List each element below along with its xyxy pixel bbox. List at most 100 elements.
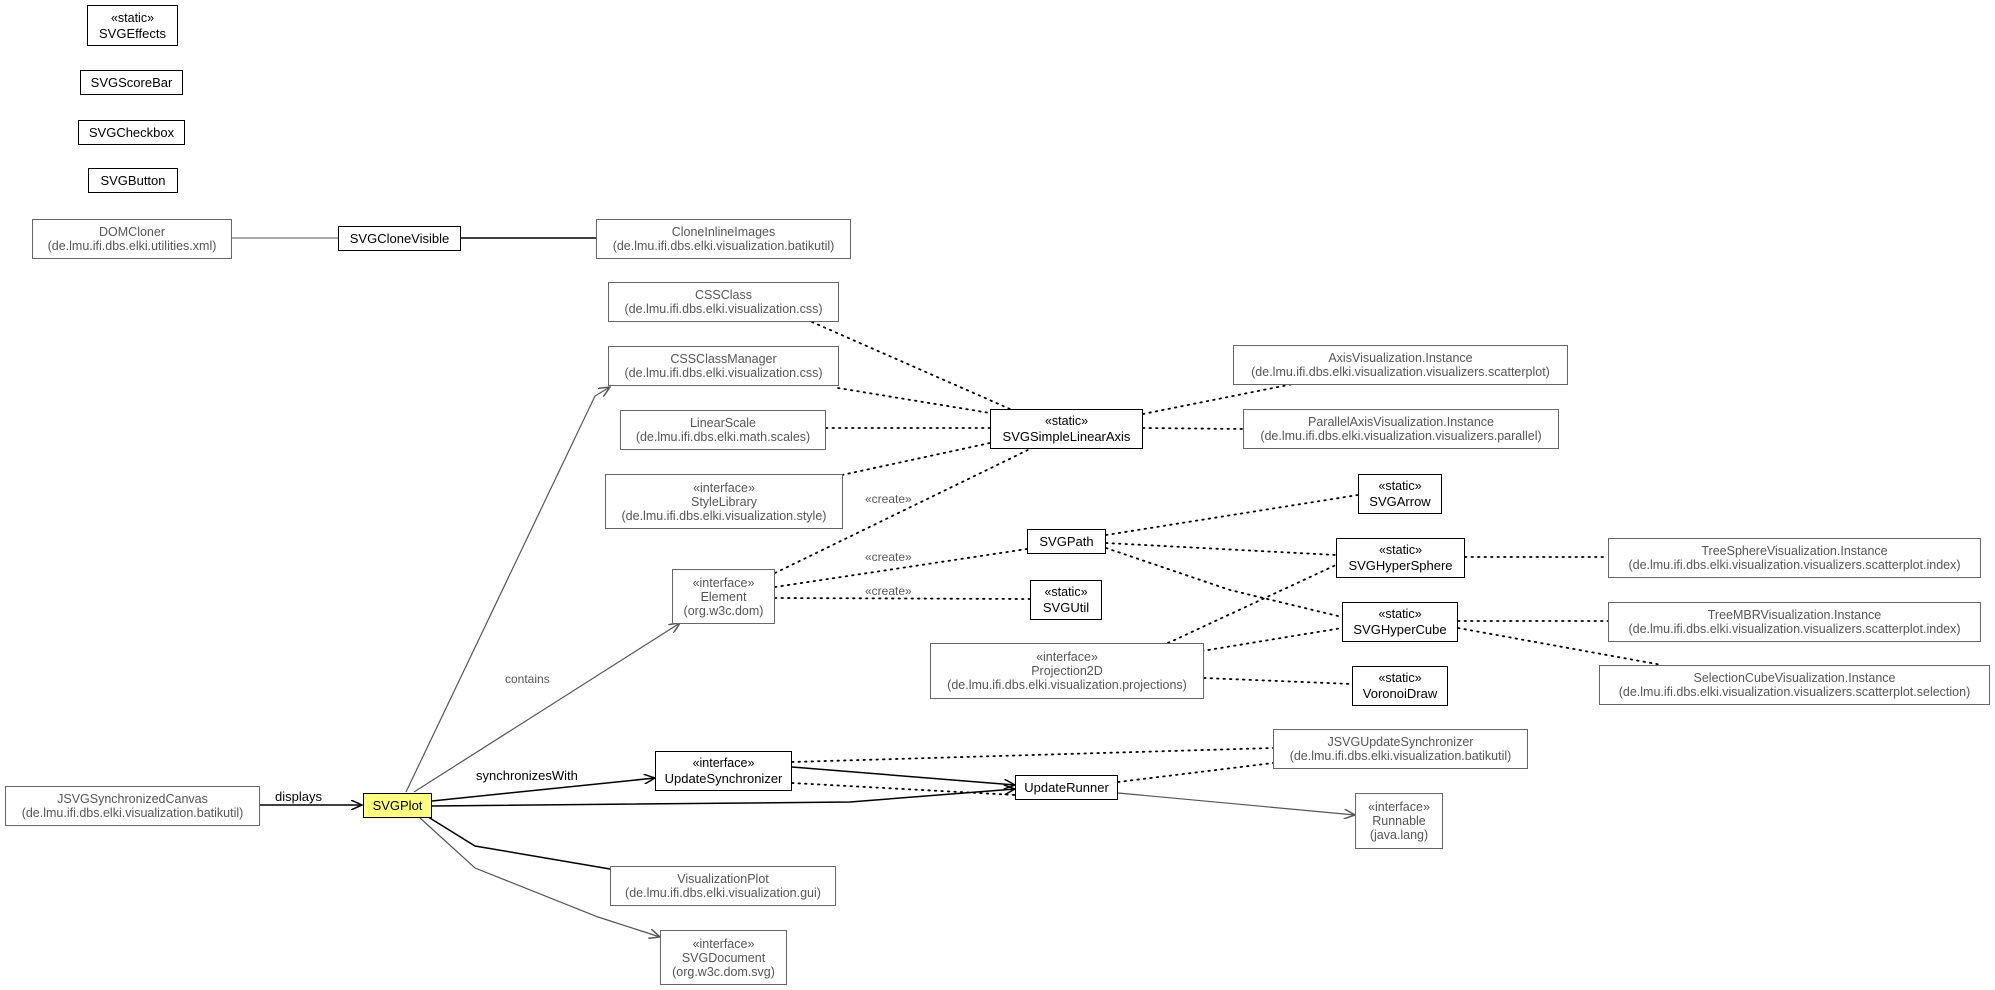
- label-create-svgpath: «create»: [865, 550, 912, 564]
- class-updaterunner[interactable]: UpdateRunner: [1015, 775, 1118, 800]
- package-name: (de.lmu.ifi.dbs.elki.visualization.visua…: [1628, 622, 1961, 636]
- dep-updaterunner-jsvgupdatesync: [1117, 762, 1274, 783]
- package-name: (de.lmu.ifi.dbs.elki.visualization.css): [624, 302, 823, 316]
- stereotype: «interface»: [1368, 800, 1430, 814]
- class-name: JSVGUpdateSynchronizer: [1327, 735, 1474, 749]
- class-domcloner[interactable]: DOMCloner (de.lmu.ifi.dbs.elki.utilities…: [32, 219, 232, 259]
- dep-element-axis: [774, 448, 1031, 574]
- interface-runnable[interactable]: «interface» Runnable (java.lang): [1355, 793, 1443, 849]
- class-treespherevisualization-instance[interactable]: TreeSphereVisualization.Instance (de.lmu…: [1608, 538, 1981, 578]
- stereotype: «interface»: [1036, 650, 1098, 664]
- class-name: CSSClassManager: [670, 352, 777, 366]
- class-svgclonevisible[interactable]: SVGCloneVisible: [338, 226, 461, 251]
- interface-projection2d[interactable]: «interface» Projection2D (de.lmu.ifi.dbs…: [930, 643, 1204, 699]
- class-name: SVGButton: [100, 173, 166, 188]
- package-name: (de.lmu.ifi.dbs.elki.visualization.visua…: [1260, 429, 1542, 443]
- package-name: (java.lang): [1369, 828, 1429, 842]
- class-svgscorebar[interactable]: SVGScoreBar: [80, 70, 183, 95]
- package-name: (org.w3c.dom): [683, 603, 764, 618]
- class-name: Runnable: [1372, 814, 1426, 828]
- interface-svgdocument[interactable]: «interface» SVGDocument (org.w3c.dom.svg…: [660, 930, 787, 985]
- dep-stylelibrary-axis: [841, 442, 991, 476]
- class-name: JSVGSynchronizedCanvas: [57, 792, 208, 806]
- label-contains: contains: [505, 672, 550, 686]
- dep-svgpath-hypercube: [1105, 547, 1343, 618]
- class-cloneinlineimages[interactable]: CloneInlineImages (de.lmu.ifi.dbs.elki.v…: [596, 219, 851, 259]
- class-name: Element: [700, 589, 747, 604]
- class-svghypercube[interactable]: «static» SVGHyperCube: [1342, 602, 1458, 642]
- class-name: SVGCloneVisible: [349, 231, 450, 246]
- class-svgeffects[interactable]: «static» SVGEffects: [87, 5, 178, 46]
- stereotype: «interface»: [692, 575, 755, 590]
- class-name: SVGDocument: [681, 950, 766, 965]
- class-name: SVGArrow: [1369, 494, 1431, 509]
- dep-projection-voronoi: [1203, 677, 1353, 685]
- dep-updatesync-updaterunner: [791, 782, 1016, 796]
- class-name: UpdateRunner: [1024, 780, 1109, 795]
- class-name: UpdateSynchronizer: [664, 771, 783, 786]
- class-linearscale[interactable]: LinearScale (de.lmu.ifi.dbs.elki.math.sc…: [620, 410, 826, 450]
- edge-updatesync-updaterunner: [791, 766, 1015, 785]
- class-jsvgsynchronizedcanvas[interactable]: JSVGSynchronizedCanvas (de.lmu.ifi.dbs.e…: [5, 786, 260, 826]
- class-svghypersphere[interactable]: «static» SVGHyperSphere: [1336, 538, 1465, 578]
- edge-svgplot-visualizationplot: [424, 814, 611, 870]
- class-visualizationplot[interactable]: VisualizationPlot (de.lmu.ifi.dbs.elki.v…: [610, 866, 836, 906]
- class-treembrvisualization-instance[interactable]: TreeMBRVisualization.Instance (de.lmu.if…: [1608, 602, 1981, 642]
- class-cssclass[interactable]: CSSClass (de.lmu.ifi.dbs.elki.visualizat…: [608, 282, 839, 322]
- class-name: Projection2D: [1031, 664, 1103, 678]
- class-name: AxisVisualization.Instance: [1328, 351, 1473, 365]
- stereotype: «static»: [1378, 543, 1423, 557]
- package-name: (de.lmu.ifi.dbs.elki.visualization.batik…: [1289, 749, 1512, 763]
- interface-updatesynchronizer[interactable]: «interface» UpdateSynchronizer: [655, 751, 792, 791]
- class-parallelaxisvisualization-instance[interactable]: ParallelAxisVisualization.Instance (de.l…: [1243, 409, 1559, 449]
- class-name: LinearScale: [689, 416, 756, 430]
- class-name: StyleLibrary: [691, 494, 757, 509]
- class-name: SVGCheckbox: [88, 125, 175, 140]
- class-svgsimplelinearaxis[interactable]: «static» SVGSimpleLinearAxis: [990, 409, 1143, 449]
- package-name: (org.w3c.dom.svg): [672, 964, 775, 979]
- package-name: (de.lmu.ifi.dbs.elki.visualization.visua…: [1628, 558, 1961, 572]
- class-svgpath[interactable]: SVGPath: [1027, 529, 1106, 554]
- class-name: SVGEffects: [99, 25, 166, 41]
- edge-svgplot-updaterunner: [431, 789, 1015, 807]
- class-svgarrow[interactable]: «static» SVGArrow: [1358, 474, 1442, 514]
- class-name: SVGPath: [1039, 534, 1094, 549]
- label-create-axis: «create»: [865, 492, 912, 506]
- class-name: CSSClass: [695, 288, 752, 302]
- class-svgplot[interactable]: SVGPlot: [363, 793, 432, 818]
- interface-element[interactable]: «interface» Element (org.w3c.dom): [672, 569, 775, 624]
- class-name: SVGHyperSphere: [1348, 558, 1453, 573]
- edge-svgplot-contains-element: [413, 623, 680, 793]
- package-name: (de.lmu.ifi.dbs.elki.math.scales): [635, 430, 811, 444]
- class-name: TreeSphereVisualization.Instance: [1701, 544, 1888, 558]
- edge-updaterunner-runnable: [1117, 792, 1355, 815]
- label-synchronizes-with: synchronizesWith: [476, 768, 578, 783]
- package-name: (de.lmu.ifi.dbs.elki.utilities.xml): [47, 239, 217, 253]
- class-svgutil[interactable]: «static» SVGUtil: [1030, 580, 1102, 620]
- class-name: VisualizationPlot: [677, 872, 769, 886]
- dep-updatesync-jsvgupdatesync: [791, 747, 1274, 763]
- dep-axis-axisvis: [1142, 382, 1299, 415]
- class-name: DOMCloner: [99, 225, 165, 239]
- class-name: CloneInlineImages: [671, 225, 776, 239]
- stereotype: «static»: [1044, 585, 1088, 599]
- class-svgcheckbox[interactable]: SVGCheckbox: [78, 120, 185, 145]
- dep-cssclass-axis: [811, 321, 1011, 410]
- class-svgbutton[interactable]: SVGButton: [88, 168, 178, 193]
- class-jsvgupdatesynchronizer[interactable]: JSVGUpdateSynchronizer (de.lmu.ifi.dbs.e…: [1273, 729, 1528, 769]
- class-cssclassmanager[interactable]: CSSClassManager (de.lmu.ifi.dbs.elki.vis…: [608, 346, 839, 386]
- stereotype: «interface»: [693, 480, 755, 495]
- stereotype: «interface»: [692, 756, 755, 770]
- label-create-svgutil: «create»: [865, 584, 912, 598]
- class-voronoidraw[interactable]: «static» VoronoiDraw: [1352, 666, 1448, 706]
- dep-projection-hypersphere: [1167, 564, 1337, 644]
- dep-svgpath-svgarrow: [1105, 494, 1359, 536]
- class-name: SVGSimpleLinearAxis: [1002, 429, 1131, 444]
- package-name: (de.lmu.ifi.dbs.elki.visualization.proje…: [947, 678, 1187, 692]
- package-name: (de.lmu.ifi.dbs.elki.visualization.css): [624, 366, 823, 380]
- class-name: TreeMBRVisualization.Instance: [1707, 608, 1882, 622]
- class-selectioncubevisualization-instance[interactable]: SelectionCubeVisualization.Instance (de.…: [1599, 665, 1990, 705]
- interface-stylelibrary[interactable]: «interface» StyleLibrary (de.lmu.ifi.dbs…: [605, 474, 843, 529]
- class-axisvisualization-instance[interactable]: AxisVisualization.Instance (de.lmu.ifi.d…: [1233, 345, 1568, 385]
